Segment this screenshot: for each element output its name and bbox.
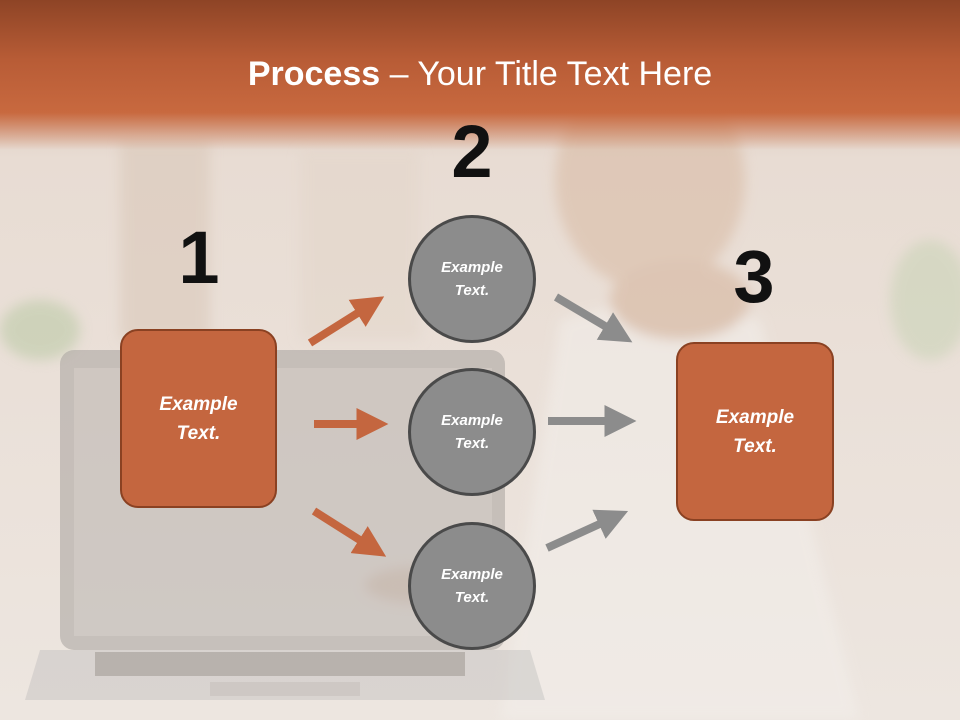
title-bar — [0, 0, 960, 150]
slide-title: Process – Your Title Text Here — [0, 52, 960, 96]
title-rest: – Your Title Text Here — [380, 55, 713, 93]
title-bold: Process — [247, 55, 381, 93]
circle-bottom-text-line2: Text. — [454, 589, 490, 606]
arrow-1-to-2c — [311, 507, 387, 557]
circle-middle-text-line1: Example — [441, 412, 503, 429]
circle-bottom-text-line1: Example — [441, 566, 503, 583]
step-number-3: 3 — [733, 235, 775, 318]
circle-middle-text-line2: Text. — [454, 435, 490, 452]
step-1-text-line2: Text. — [176, 422, 221, 444]
arrow-1-to-2a — [307, 296, 385, 347]
step-number-1: 1 — [178, 216, 220, 299]
step-3-text-line2: Text. — [733, 435, 777, 457]
arrow-2a-to-3 — [553, 293, 633, 343]
step-1-text-line1: Example — [159, 393, 238, 415]
circle-top-text-line2: Text. — [454, 282, 490, 299]
circle-top-text-line1: Example — [441, 259, 503, 276]
step-number-2: 2 — [451, 110, 493, 193]
arrow-2c-to-3 — [545, 509, 629, 552]
step-3-text-line1: Example — [715, 406, 795, 428]
